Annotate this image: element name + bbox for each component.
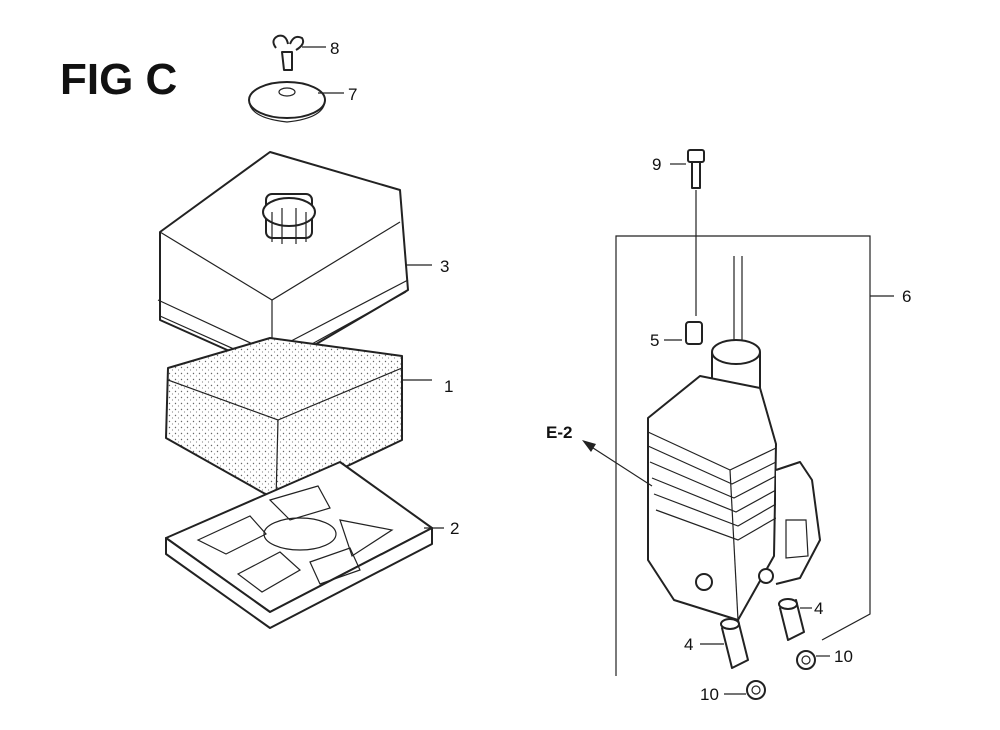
callout-7: 7 bbox=[348, 85, 357, 104]
callout-3: 3 bbox=[440, 257, 449, 276]
wing-nut-part-8 bbox=[272, 34, 326, 71]
nut-part-10-right bbox=[796, 650, 830, 670]
base-grid-part-2 bbox=[165, 461, 444, 629]
tube-part-4-right bbox=[778, 598, 812, 641]
callout-6: 6 bbox=[902, 287, 911, 306]
callout-5: 5 bbox=[650, 331, 659, 350]
reference-label-e2: E-2 bbox=[546, 423, 572, 442]
callout-9: 9 bbox=[652, 155, 661, 174]
callout-10-bottom: 10 bbox=[700, 685, 719, 704]
assembly-bracket-part-6 bbox=[615, 235, 894, 676]
nut-part-10-bottom bbox=[724, 680, 766, 700]
air-cleaner-cover-part-3 bbox=[157, 151, 432, 371]
foam-element-part-1 bbox=[165, 337, 432, 501]
callout-4-right: 4 bbox=[814, 599, 823, 618]
bolt-part-9 bbox=[670, 149, 705, 316]
figure-title: FIG C bbox=[60, 55, 177, 104]
callout-10-right: 10 bbox=[834, 647, 853, 666]
collar-part-5 bbox=[664, 321, 703, 345]
reference-arrow-e2: E-2 bbox=[546, 423, 653, 487]
callout-8: 8 bbox=[330, 39, 339, 58]
callout-1: 1 bbox=[444, 377, 453, 396]
elbow-body-part-6 bbox=[647, 256, 821, 621]
callout-2: 2 bbox=[450, 519, 459, 538]
cover-washer-part-7 bbox=[248, 81, 344, 123]
callout-4-left: 4 bbox=[684, 635, 693, 654]
tube-part-4-left bbox=[700, 618, 749, 669]
